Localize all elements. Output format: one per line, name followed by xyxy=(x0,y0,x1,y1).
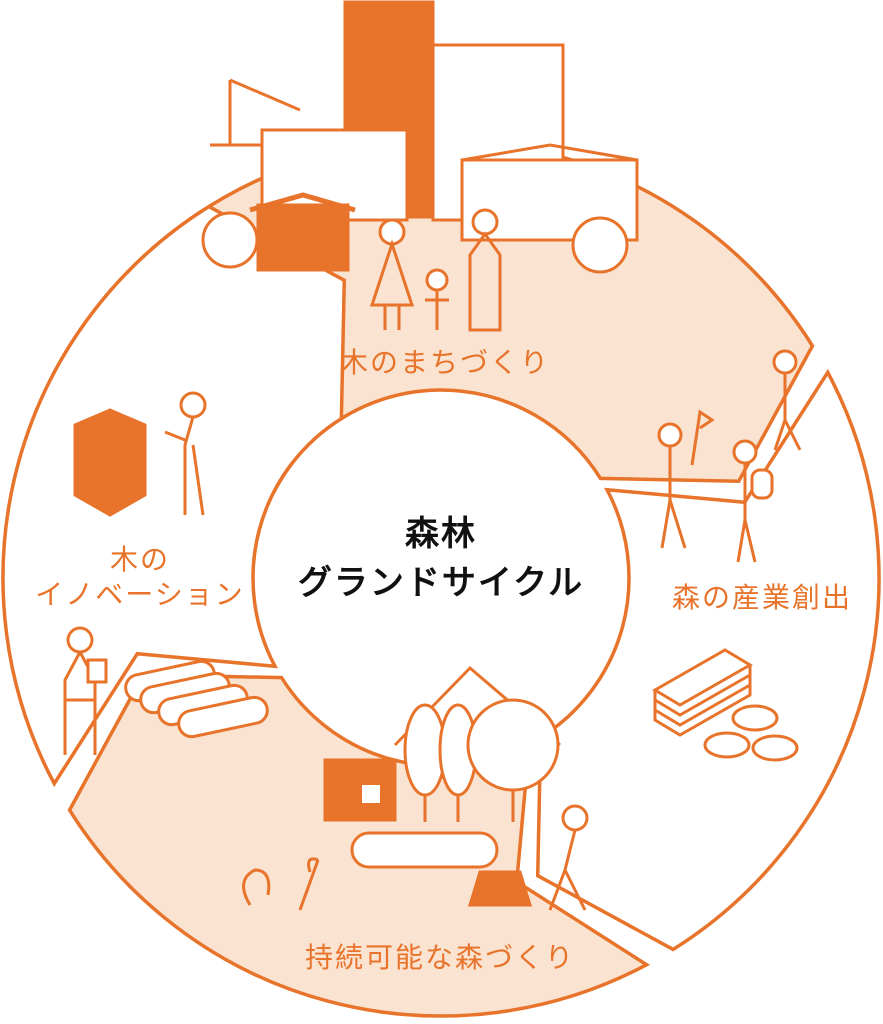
innovation-line1: 木の xyxy=(109,543,171,576)
innovation-icon xyxy=(63,391,269,755)
innovation-line2: イノベーション xyxy=(35,578,245,611)
center-title-line1: 森林 xyxy=(405,514,477,554)
stage-label-forest-industry: 森の産業創出 xyxy=(671,581,853,614)
workers-icon xyxy=(657,349,802,563)
stage-label-wood-town: 木のまちづくり xyxy=(339,346,551,379)
family-icon xyxy=(369,208,502,332)
buildings-icon xyxy=(201,0,639,274)
money-icon xyxy=(652,648,799,762)
center-title: 森林 グランドサイクル xyxy=(298,510,584,609)
forest-icon xyxy=(242,665,589,911)
stage-label-sustainable-forest: 持続可能な森づくり xyxy=(304,941,576,974)
center-title-line2: グランドサイクル xyxy=(297,563,585,604)
stage-label-wood-innovation: 木の イノベーション xyxy=(35,542,244,612)
